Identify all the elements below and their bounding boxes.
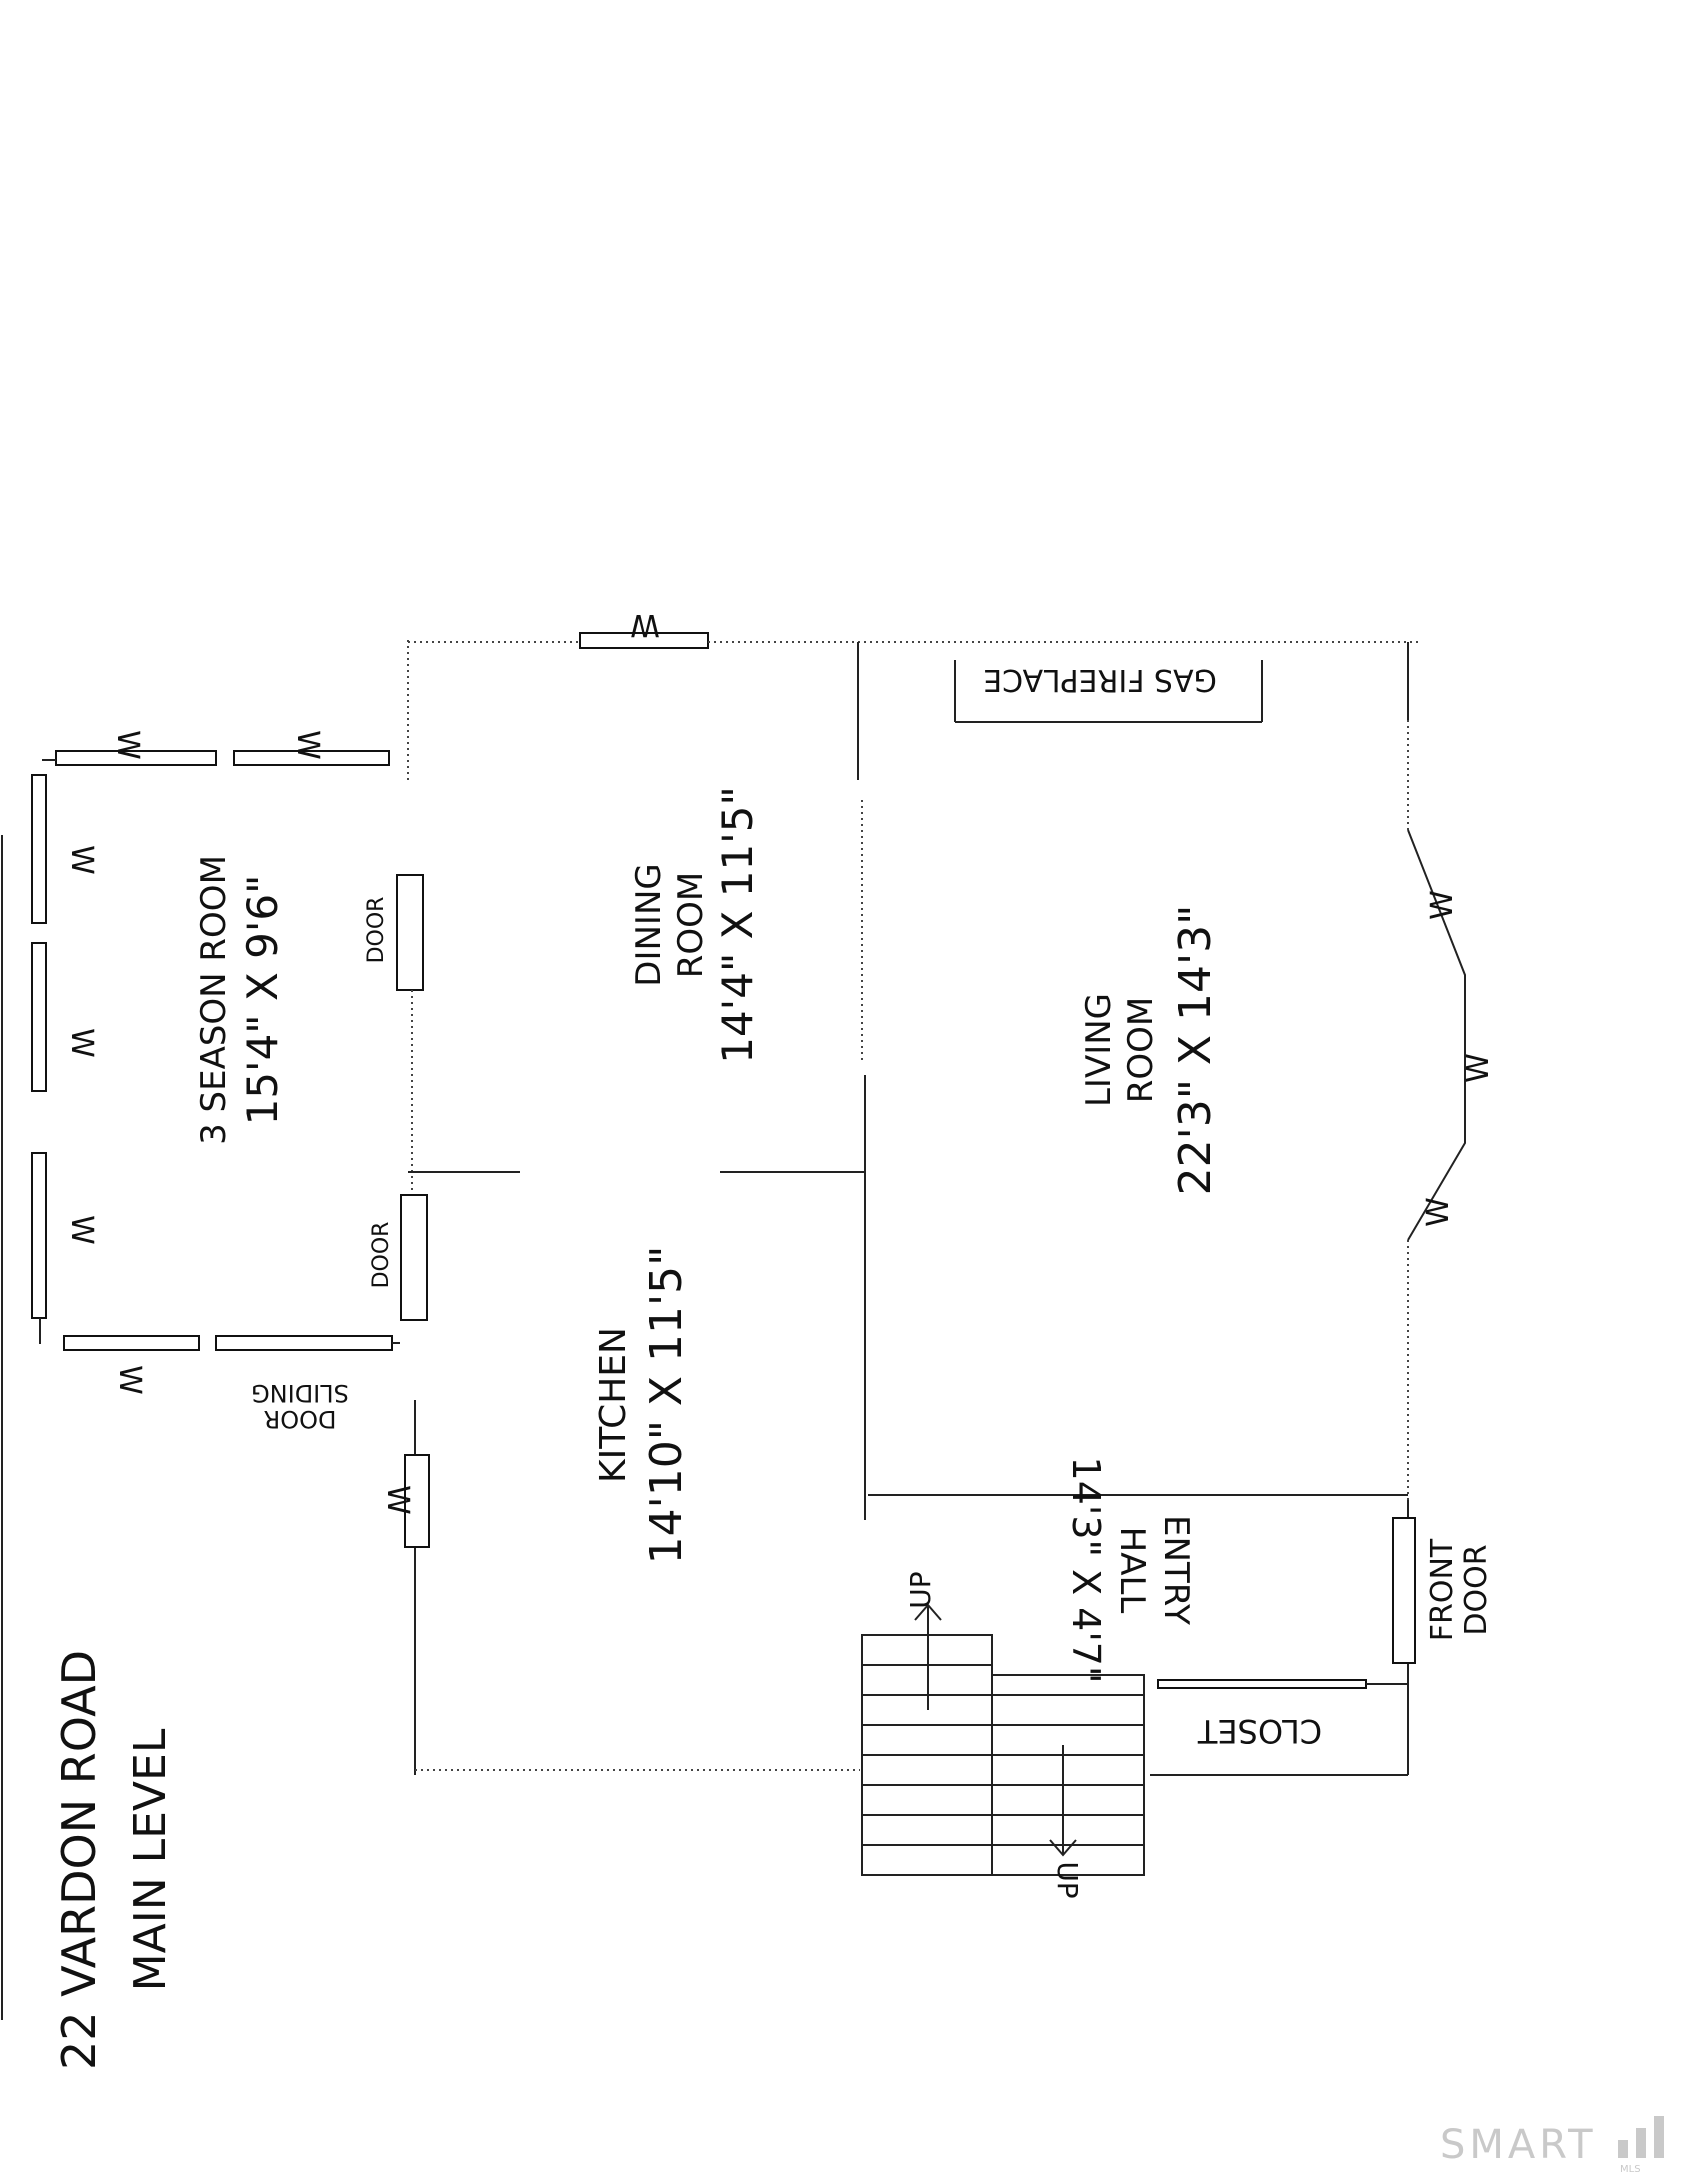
- svg-text:ROOM: ROOM: [671, 872, 711, 978]
- svg-text:W: W: [1461, 1053, 1496, 1083]
- watermark-bar: [1618, 2140, 1628, 2158]
- svg-text:W: W: [64, 1215, 99, 1245]
- svg-text:DOOR: DOOR: [369, 1222, 394, 1289]
- w-label-3s-bottom-1: W: [112, 1365, 147, 1395]
- svg-text:LIVING: LIVING: [1079, 993, 1119, 1107]
- window-3s-bottom-2: [215, 1335, 393, 1351]
- w-label-3s-left-2: W: [64, 1028, 99, 1058]
- svg-text:HALL: HALL: [1112, 1527, 1152, 1614]
- svg-text:FRONT: FRONT: [1425, 1538, 1460, 1641]
- svg-text:W: W: [1421, 1197, 1456, 1227]
- plan-title: 22 VARDON ROAD MAIN LEVEL: [52, 1650, 176, 2070]
- watermark-bar: [1654, 2116, 1664, 2158]
- living-room-label: LIVING ROOM 22'3" X 14'3": [1079, 905, 1221, 1196]
- svg-text:W: W: [290, 730, 325, 760]
- svg-text:UP: UP: [1051, 1861, 1084, 1898]
- svg-text:14'3" X 4'7": 14'3" X 4'7": [1064, 1457, 1108, 1684]
- bay-window: [1407, 829, 1466, 1241]
- svg-text:ROOM: ROOM: [1121, 997, 1161, 1103]
- stairs-lower-run: [991, 1674, 1145, 1876]
- stair-arrowhead-down: [1049, 1839, 1077, 1857]
- smart-mls-watermark: SMART MLS: [1440, 2116, 1664, 2175]
- front-door: FRONT DOOR: [1392, 1517, 1494, 1664]
- closet-door: [1157, 1679, 1367, 1689]
- svg-text:DOOR: DOOR: [364, 897, 389, 964]
- svg-text:22 VARDON ROAD: 22 VARDON ROAD: [52, 1650, 106, 2070]
- w-label-kitchen: W: [380, 1485, 415, 1515]
- svg-text:W: W: [630, 607, 660, 642]
- svg-text:DOOR: DOOR: [1459, 1544, 1494, 1635]
- three-season-room-label: 3 SEASON ROOM 15'4" X 9'6": [194, 855, 287, 1145]
- svg-text:CLOSET: CLOSET: [1197, 1712, 1322, 1750]
- sliding-door-label: SLIDING DOOR: [251, 1379, 349, 1433]
- svg-text:SLIDING: SLIDING: [251, 1379, 349, 1407]
- svg-text:DOOR: DOOR: [264, 1405, 337, 1433]
- watermark-bar: [1636, 2128, 1646, 2158]
- window-kitchen-left: [404, 1454, 430, 1548]
- door-3s-lower: [400, 1194, 428, 1321]
- svg-text:KITCHEN: KITCHEN: [593, 1327, 634, 1483]
- svg-text:15'4" X 9'6": 15'4" X 9'6": [238, 875, 287, 1126]
- watermark-suffix: MLS: [1620, 2164, 1641, 2175]
- door-label-upper: DOOR: [364, 897, 389, 964]
- closet: CLOSET: [1157, 1679, 1408, 1750]
- svg-text:14'4" X 11'5": 14'4" X 11'5": [713, 786, 762, 1064]
- svg-text:W: W: [110, 730, 145, 760]
- door-label-lower: DOOR: [369, 1222, 394, 1289]
- gas-fireplace: GAS FIREPLACE: [954, 660, 1263, 723]
- svg-text:MAIN LEVEL: MAIN LEVEL: [125, 1728, 176, 1991]
- dining-room-label: DINING ROOM 14'4" X 11'5": [629, 786, 762, 1064]
- w-label-bay-mid: W: [1461, 1053, 1496, 1083]
- front-door-label: FRONT DOOR: [1425, 1538, 1494, 1641]
- svg-text:GAS FIREPLACE: GAS FIREPLACE: [983, 662, 1217, 697]
- up-label-lower: UP: [1051, 1861, 1084, 1898]
- window-3s-top-2: [233, 750, 390, 766]
- window-3s-left-2: [31, 942, 47, 1092]
- svg-text:W: W: [380, 1485, 415, 1515]
- up-label-upper: UP: [904, 1571, 937, 1608]
- window-3s-left-1: [31, 774, 47, 924]
- w-label-3s-top-2: W: [290, 730, 325, 760]
- door-3s-upper: [396, 874, 424, 991]
- kitchen-label: KITCHEN 14'10" X 11'5": [593, 1246, 692, 1565]
- window-3s-bottom-1: [63, 1335, 200, 1351]
- stair-arrowhead-up: [914, 1603, 942, 1621]
- svg-text:ENTRY: ENTRY: [1156, 1515, 1196, 1625]
- gas-fireplace-label: GAS FIREPLACE: [983, 662, 1217, 697]
- front-door-panel: [1392, 1517, 1416, 1664]
- watermark-text: SMART: [1440, 2122, 1597, 2168]
- svg-text:W: W: [64, 845, 99, 875]
- closet-label: CLOSET: [1197, 1712, 1322, 1750]
- stairs: UP UP: [861, 1571, 1145, 1899]
- three-season-room: W W W W W W DOOR DOOR SLIDING DOOR 3 SEA…: [31, 730, 428, 1433]
- svg-text:DINING: DINING: [629, 863, 669, 986]
- house-walls: W W W W W: [380, 607, 1496, 1776]
- svg-text:22'3" X 14'3": 22'3" X 14'3": [1170, 905, 1221, 1196]
- svg-text:W: W: [1425, 890, 1460, 920]
- w-label-3s-left-1: W: [64, 845, 99, 875]
- entry-hall-label: ENTRY HALL 14'3" X 4'7": [1064, 1457, 1196, 1684]
- window-dining-top: [579, 632, 709, 649]
- svg-text:3 SEASON ROOM: 3 SEASON ROOM: [194, 855, 234, 1145]
- svg-text:W: W: [64, 1028, 99, 1058]
- w-label-3s-top-1: W: [110, 730, 145, 760]
- svg-text:UP: UP: [904, 1571, 937, 1608]
- svg-text:W: W: [112, 1365, 147, 1395]
- window-3s-top-1: [55, 750, 217, 766]
- w-label-bay-top: W: [1425, 890, 1460, 920]
- w-label-3s-left-3: W: [64, 1215, 99, 1245]
- w-label-bay-bottom: W: [1421, 1197, 1456, 1227]
- window-3s-left-3: [31, 1152, 47, 1319]
- svg-text:14'10" X 11'5": 14'10" X 11'5": [641, 1246, 692, 1565]
- w-label-dining-top: W: [630, 607, 660, 642]
